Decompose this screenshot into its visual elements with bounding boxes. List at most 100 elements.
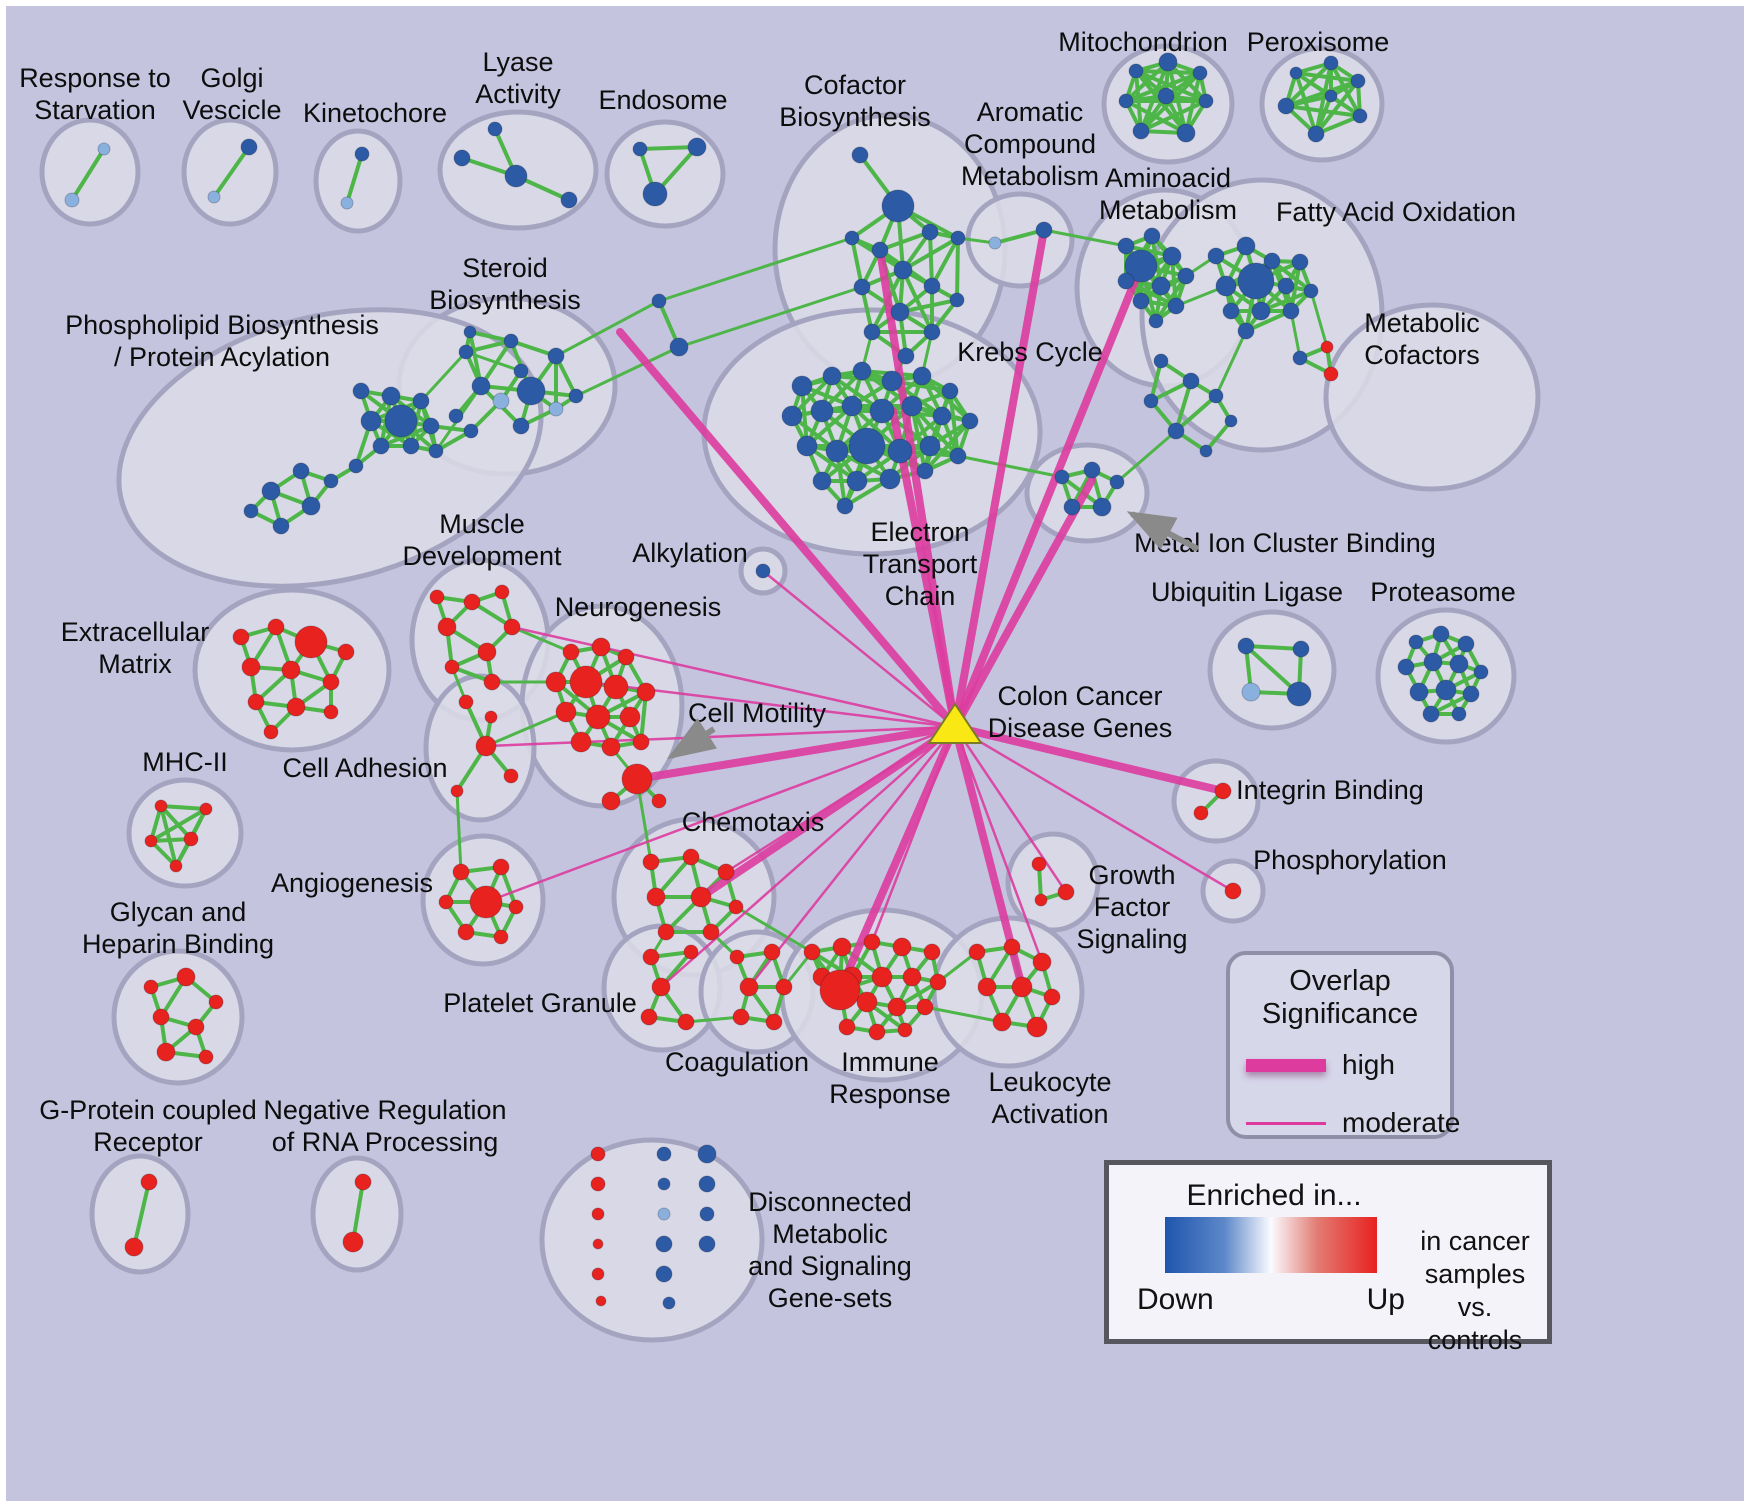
cluster-ellipse-endosome bbox=[604, 119, 726, 229]
gene-set-node-muscle-development bbox=[429, 589, 445, 605]
overlap-edge-moderate bbox=[761, 569, 957, 729]
cluster-label-extracellular-matrix: Extracellular bbox=[61, 617, 210, 647]
enrichment-down-label: Down bbox=[1137, 1283, 1214, 1316]
gene-set-node-disconnected-gene-sets bbox=[591, 1267, 605, 1281]
gene-set-node-extracellular-matrix bbox=[322, 673, 340, 691]
gene-set-node-mhc-ii bbox=[154, 799, 168, 813]
gene-set-node-disconnected-gene-sets bbox=[662, 1296, 676, 1310]
gene-set-node-negative-regulation-of-rna-processing bbox=[354, 1173, 372, 1191]
cluster-label-platelet-granule: Platelet Granule bbox=[443, 988, 637, 1018]
gene-set-node-steroid-biosynthesis bbox=[548, 401, 564, 417]
gene-set-edge bbox=[212, 145, 251, 199]
cluster-label-integrin-binding: Integrin Binding bbox=[1236, 775, 1424, 805]
gene-set-node-proteasome bbox=[1449, 654, 1469, 674]
gene-set-node-kinetochore bbox=[354, 146, 370, 162]
inter-cluster-edge bbox=[1309, 289, 1329, 349]
cluster-label-metabolic-cofactors: Cofactors bbox=[1364, 340, 1480, 370]
gene-set-node-proteasome bbox=[1473, 664, 1489, 680]
gene-set-node-electron-transport-chain bbox=[869, 398, 895, 424]
cluster-label-cell-adhesion: Cell Adhesion bbox=[282, 753, 447, 783]
gene-set-node-aminoacid-metabolism bbox=[1124, 249, 1158, 283]
gene-set-edge bbox=[930, 236, 960, 288]
gene-set-edge bbox=[351, 1180, 365, 1244]
gene-set-node-cofactor-biosynthesis bbox=[881, 189, 915, 223]
overlap-edge-moderate bbox=[870, 725, 957, 944]
moderate-significance-label: moderate bbox=[1342, 1107, 1461, 1138]
cluster-label-muscle-development: Muscle bbox=[439, 509, 525, 539]
gene-set-node-proteasome bbox=[1422, 705, 1440, 723]
gene-set-node-electron-transport-chain bbox=[848, 427, 886, 465]
cluster-label-cell-motility: Cell Motility bbox=[688, 698, 827, 728]
gene-set-node-electron-transport-chain bbox=[822, 366, 842, 386]
gene-set-node-electron-transport-chain bbox=[949, 447, 967, 465]
inter-cluster-edge bbox=[677, 285, 864, 349]
overlap-edge-high bbox=[836, 723, 959, 994]
cluster-label-aminoacid-metabolism: Aminoacid bbox=[1105, 163, 1231, 193]
gene-set-node-electron-transport-chain bbox=[852, 361, 872, 381]
gene-set-node-angiogenesis bbox=[438, 894, 454, 910]
gene-set-node-integrin-binding bbox=[1193, 805, 1209, 821]
gene-set-edge bbox=[1244, 644, 1303, 651]
gene-set-node-neurogenesis bbox=[562, 643, 580, 661]
gene-set-node-cofactor-biosynthesis bbox=[863, 323, 881, 341]
gene-set-node-disconnected-gene-sets bbox=[698, 1235, 716, 1253]
gene-set-node-aminoacid-metabolism bbox=[1162, 246, 1182, 266]
gene-set-edge bbox=[149, 807, 208, 843]
gene-set-node-immune-response bbox=[863, 933, 881, 951]
gene-set-node-metabolic-cofactors bbox=[1323, 366, 1339, 382]
gene-set-node-phospholipid-biosynthesis-protein-acylation bbox=[372, 437, 390, 455]
gene-set-node-lyase-activity bbox=[453, 149, 471, 167]
gene-set-node-peroxisome bbox=[1289, 66, 1303, 80]
gene-set-node-aminoacid-metabolism bbox=[1143, 227, 1161, 245]
gene-set-node-extracellular-matrix bbox=[281, 660, 301, 680]
gene-set-node-electron-transport-chain bbox=[841, 395, 863, 417]
gene-set-node-neurogenesis bbox=[591, 637, 611, 657]
gene-set-node-fatty-acid-oxidation bbox=[1224, 414, 1238, 428]
cluster-label-aromatic-compound-metabolism: Aromatic bbox=[977, 97, 1084, 127]
gene-set-edge bbox=[955, 236, 960, 302]
gene-set-node-coagulation bbox=[732, 1008, 750, 1026]
cluster-label-golgi-vescicle: Golgi bbox=[200, 63, 263, 93]
gene-set-edge bbox=[1314, 79, 1360, 136]
gene-set-node-steroid-biosynthesis bbox=[503, 333, 519, 349]
gene-set-node-proteasome bbox=[1423, 652, 1443, 672]
gene-set-node-peroxisome bbox=[1323, 55, 1339, 71]
inter-cluster-edge bbox=[510, 625, 573, 654]
gene-set-node-immune-response bbox=[819, 969, 861, 1011]
gene-set-node-neurogenesis bbox=[617, 648, 635, 666]
gene-set-node-cofactor-biosynthesis bbox=[893, 260, 913, 280]
gene-set-node-mhc-ii bbox=[183, 831, 199, 847]
gene-set-node-proteasome bbox=[1397, 658, 1415, 676]
gene-set-edge bbox=[149, 804, 163, 843]
gene-set-node-fatty-acid-oxidation bbox=[1251, 301, 1271, 321]
gene-set-node-leukocyte-activation bbox=[1043, 988, 1061, 1006]
enrichment-note-line1: in cancer bbox=[1420, 1226, 1530, 1256]
overlap-edge-high bbox=[889, 407, 959, 731]
gene-set-node-extracellular-matrix bbox=[294, 625, 328, 659]
gene-set-node-electron-transport-chain bbox=[961, 412, 979, 430]
pointer-arrow bbox=[666, 718, 718, 760]
overlap-edge-high bbox=[951, 476, 1096, 731]
inter-cluster-edge bbox=[936, 950, 979, 984]
gene-set-node-leukocyte-activation bbox=[1032, 952, 1052, 972]
overlap-edge-moderate bbox=[953, 725, 1235, 893]
gene-set-node-peroxisome bbox=[1352, 108, 1368, 124]
gene-set-node-cofactor-biosynthesis bbox=[921, 223, 939, 241]
gene-set-edge bbox=[70, 147, 106, 202]
gene-set-node-fatty-acid-oxidation bbox=[1207, 247, 1225, 265]
cluster-label-disconnected-gene-sets: Gene-sets bbox=[768, 1283, 893, 1313]
cluster-label-lyase-activity: Lyase bbox=[482, 47, 553, 77]
gene-set-node-endosome bbox=[687, 137, 707, 157]
gene-set-node-disconnected-gene-sets bbox=[595, 1295, 607, 1307]
gene-set-node-neurogenesis bbox=[636, 682, 656, 702]
gene-set-node-leukocyte-activation bbox=[977, 977, 997, 997]
enrichment-note: in cancer samples vs. controls bbox=[1411, 1225, 1539, 1357]
gene-set-node-fatty-acid-oxidation bbox=[1208, 388, 1224, 404]
gene-set-node-electron-transport-chain bbox=[912, 366, 932, 386]
gene-set-node-proteasome bbox=[1435, 679, 1457, 701]
overlap-edge-high bbox=[951, 226, 1048, 731]
gene-set-node-phospholipid-biosynthesis-protein-acylation bbox=[272, 517, 290, 535]
gene-set-node-disconnected-gene-sets bbox=[656, 1146, 672, 1162]
cluster-label-response-to-starvation: Starvation bbox=[34, 95, 156, 125]
